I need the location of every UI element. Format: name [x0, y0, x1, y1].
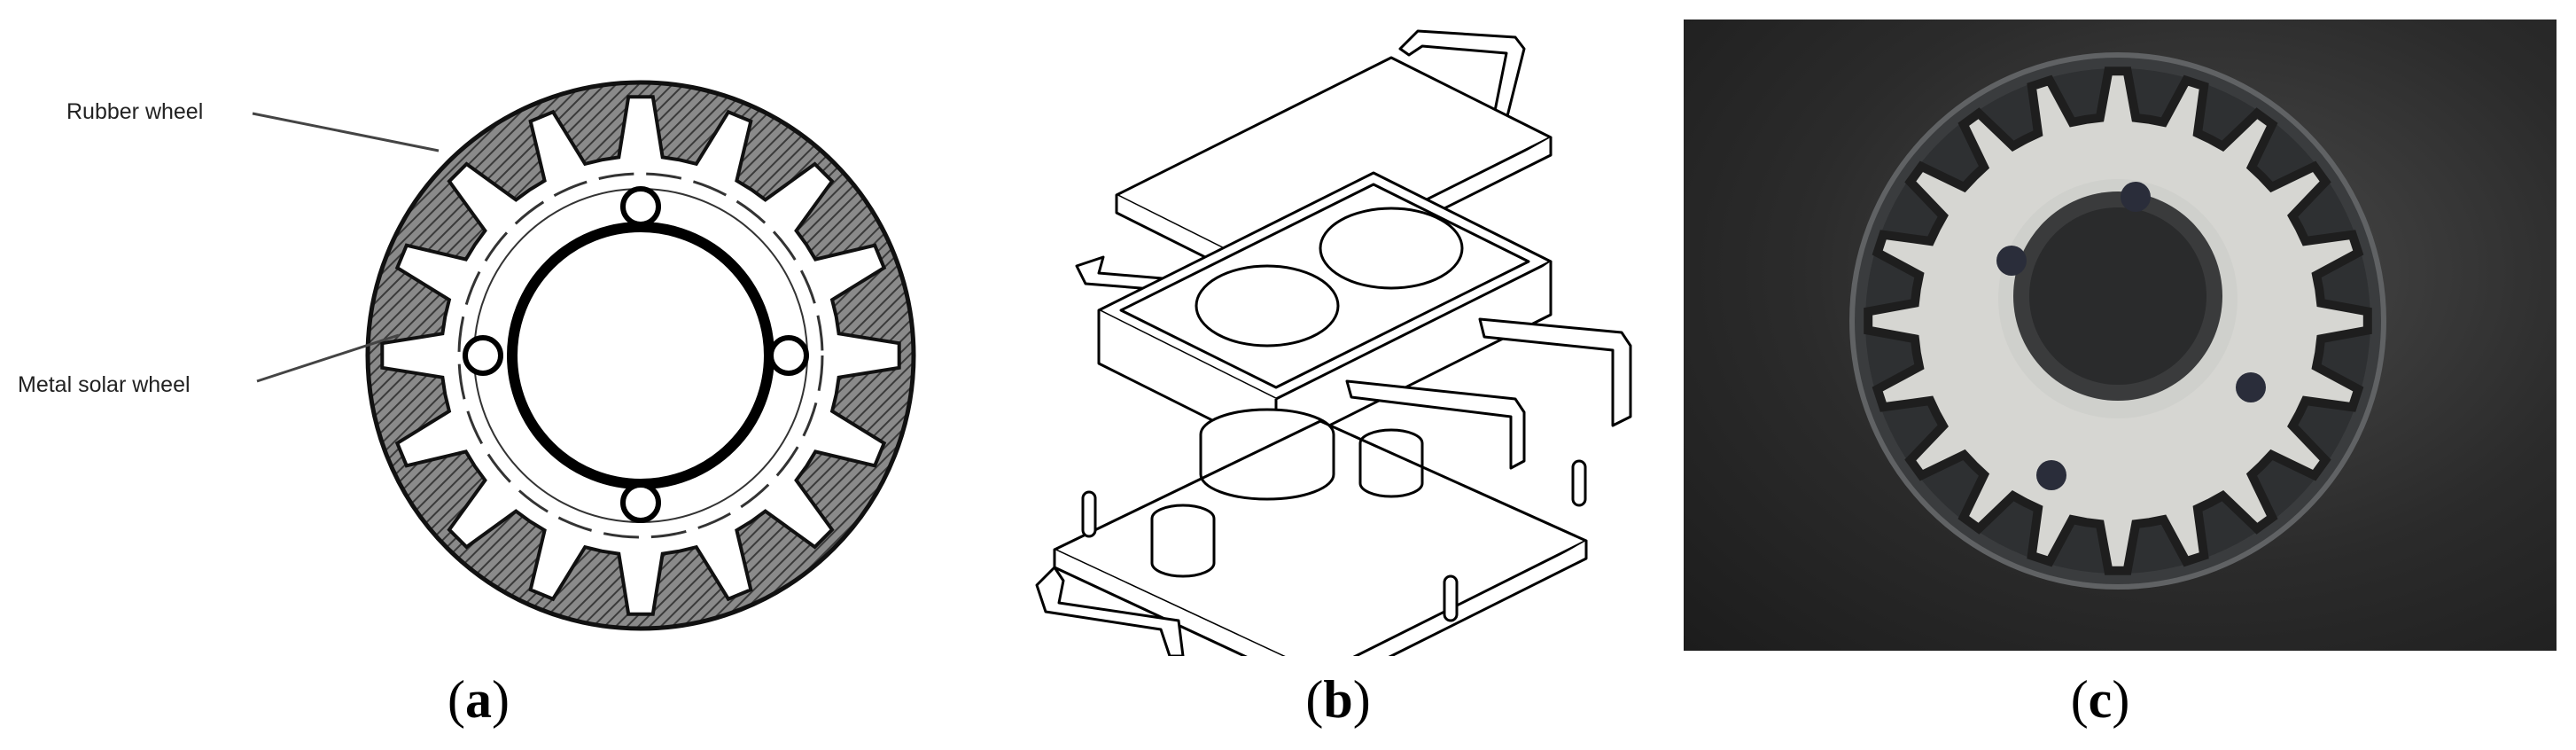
leader-line-metal	[256, 333, 400, 383]
photo-hole-2	[2121, 182, 2151, 212]
bolt-hole-right	[768, 335, 809, 376]
panel-a: Rubber wheel Metal solar wheel (a)	[0, 0, 930, 750]
photo-hole-4	[2036, 460, 2066, 490]
bolt-hole-bottom	[620, 482, 661, 523]
caption-b: (b)	[1305, 670, 1371, 729]
exploded-assembly-drawing	[1035, 29, 1632, 656]
caption-a: (a)	[447, 670, 510, 729]
photo-hole-1	[1996, 246, 2027, 276]
bore-circle	[507, 222, 774, 489]
gear-photo	[1684, 20, 2557, 651]
bolt-hole-left	[463, 335, 503, 376]
gear-cross-section-drawing	[252, 80, 916, 631]
label-rubber-wheel: Rubber wheel	[66, 99, 204, 124]
photo-hole-3	[2236, 372, 2266, 402]
caption-c: (c)	[2070, 670, 2130, 729]
panel-b: (b)	[1019, 0, 1657, 750]
bolt-hole-top	[620, 186, 661, 227]
leader-line-rubber	[252, 112, 440, 152]
panel-c: (c)	[1684, 0, 2576, 750]
label-metal-solar-wheel: Metal solar wheel	[18, 372, 191, 397]
